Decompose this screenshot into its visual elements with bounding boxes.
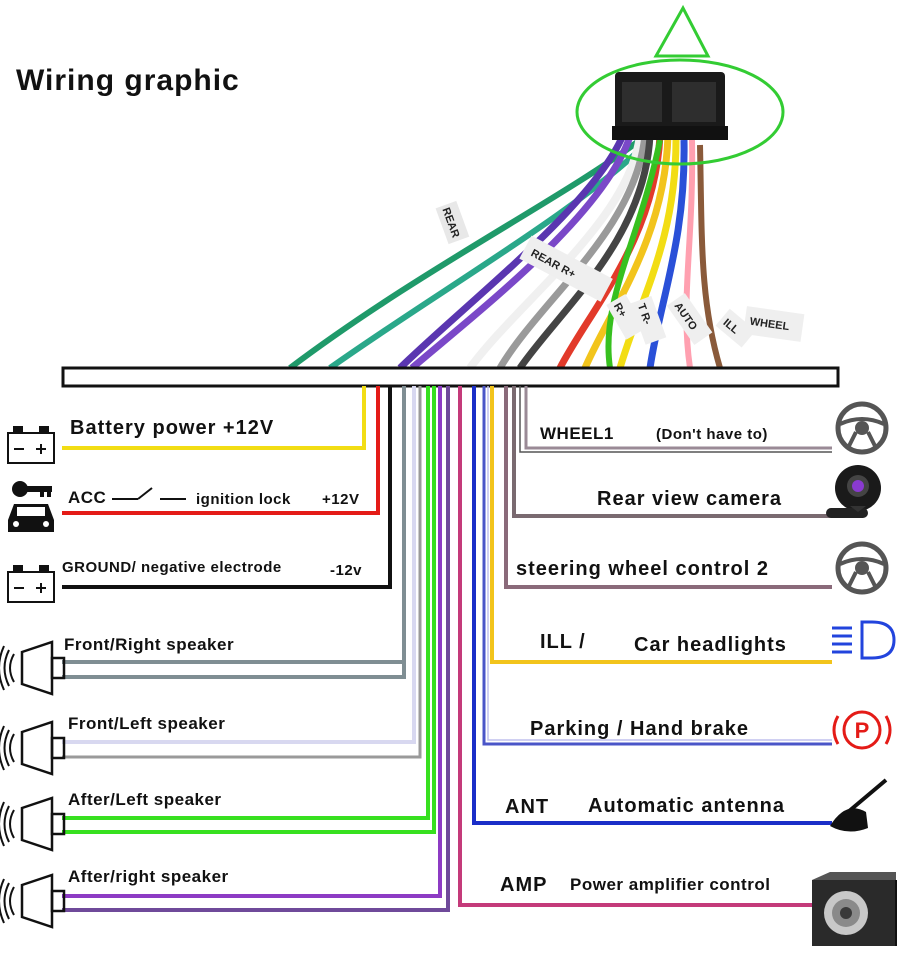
label-amp: AMP — [500, 874, 547, 896]
battery-icon — [7, 565, 55, 603]
subwoofer-icon — [812, 872, 897, 946]
label-parking: Parking / Hand brake — [530, 718, 749, 740]
label-ant: ANT — [505, 796, 549, 818]
speaker-icon — [0, 873, 66, 929]
steering-wheel-icon — [835, 401, 889, 455]
svg-text:WHEEL: WHEEL — [749, 316, 790, 333]
label-ground: GROUND/ negative electrode — [62, 559, 282, 576]
wire-after-right — [62, 386, 442, 898]
wire-amp — [458, 386, 812, 907]
wire-wheel1 — [524, 386, 832, 450]
label-after-left: After/Left speaker — [68, 790, 222, 809]
headlight-icon — [832, 620, 896, 660]
harness-bar — [61, 366, 840, 388]
left-wires — [62, 386, 450, 912]
speaker-icon — [0, 720, 66, 776]
connector-highlight — [575, 4, 785, 166]
label-rear-camera: Rear view camera — [597, 488, 782, 510]
steering-wheel-icon — [835, 541, 889, 595]
speaker-icon — [0, 640, 66, 696]
harness-bundle: REAR REAR R+ R+ T R- AUTO ILL WHEEL — [288, 72, 805, 371]
battery-icon — [7, 426, 55, 464]
wire-rear-camera — [512, 386, 832, 518]
wire-battery — [62, 386, 366, 450]
label-ill: ILL / — [540, 631, 586, 653]
label-front-left: Front/Left speaker — [68, 714, 225, 733]
tape-label: ILL — [715, 308, 756, 348]
wire-after-left — [62, 386, 430, 820]
label-front-right: Front/Right speaker — [64, 635, 234, 654]
label-after-right: After/right speaker — [68, 867, 229, 886]
speaker-icon — [0, 796, 66, 852]
label-amp-control: Power amplifier control — [570, 875, 770, 894]
wire-parking — [482, 386, 832, 746]
wire-ant — [472, 386, 832, 825]
right-wires — [458, 386, 832, 907]
camera-icon — [826, 465, 881, 518]
wire-acc — [62, 386, 380, 515]
wire-front-left — [62, 386, 416, 744]
svg-text:P: P — [855, 718, 870, 743]
wire-steering-2 — [504, 386, 832, 589]
label-auto-antenna: Automatic antenna — [588, 795, 785, 817]
wire-ground — [62, 386, 392, 589]
switch-symbol — [112, 487, 186, 500]
label-battery: Battery power +12V — [70, 417, 274, 439]
tape-label: R+ — [606, 294, 646, 340]
tape-label: WHEEL — [743, 306, 805, 342]
label-wheel1-note: (Don't have to) — [656, 426, 768, 443]
antenna-icon — [830, 778, 888, 832]
key-car-icon — [8, 481, 54, 532]
tape-label: REAR — [435, 200, 470, 245]
tape-label: T R- — [630, 295, 667, 345]
label-acc: ACC — [68, 488, 106, 507]
parking-brake-icon: P — [832, 710, 892, 750]
label-steering-2: steering wheel control 2 — [516, 558, 769, 580]
page-title: Wiring graphic — [16, 64, 240, 97]
label-acc-voltage: +12V — [322, 491, 359, 508]
wire-ill — [490, 386, 832, 664]
label-wheel1: WHEEL1 — [540, 424, 614, 443]
label-ground-voltage: -12v — [330, 562, 362, 579]
label-headlights: Car headlights — [634, 634, 787, 656]
label-ignition: ignition lock — [196, 491, 291, 508]
